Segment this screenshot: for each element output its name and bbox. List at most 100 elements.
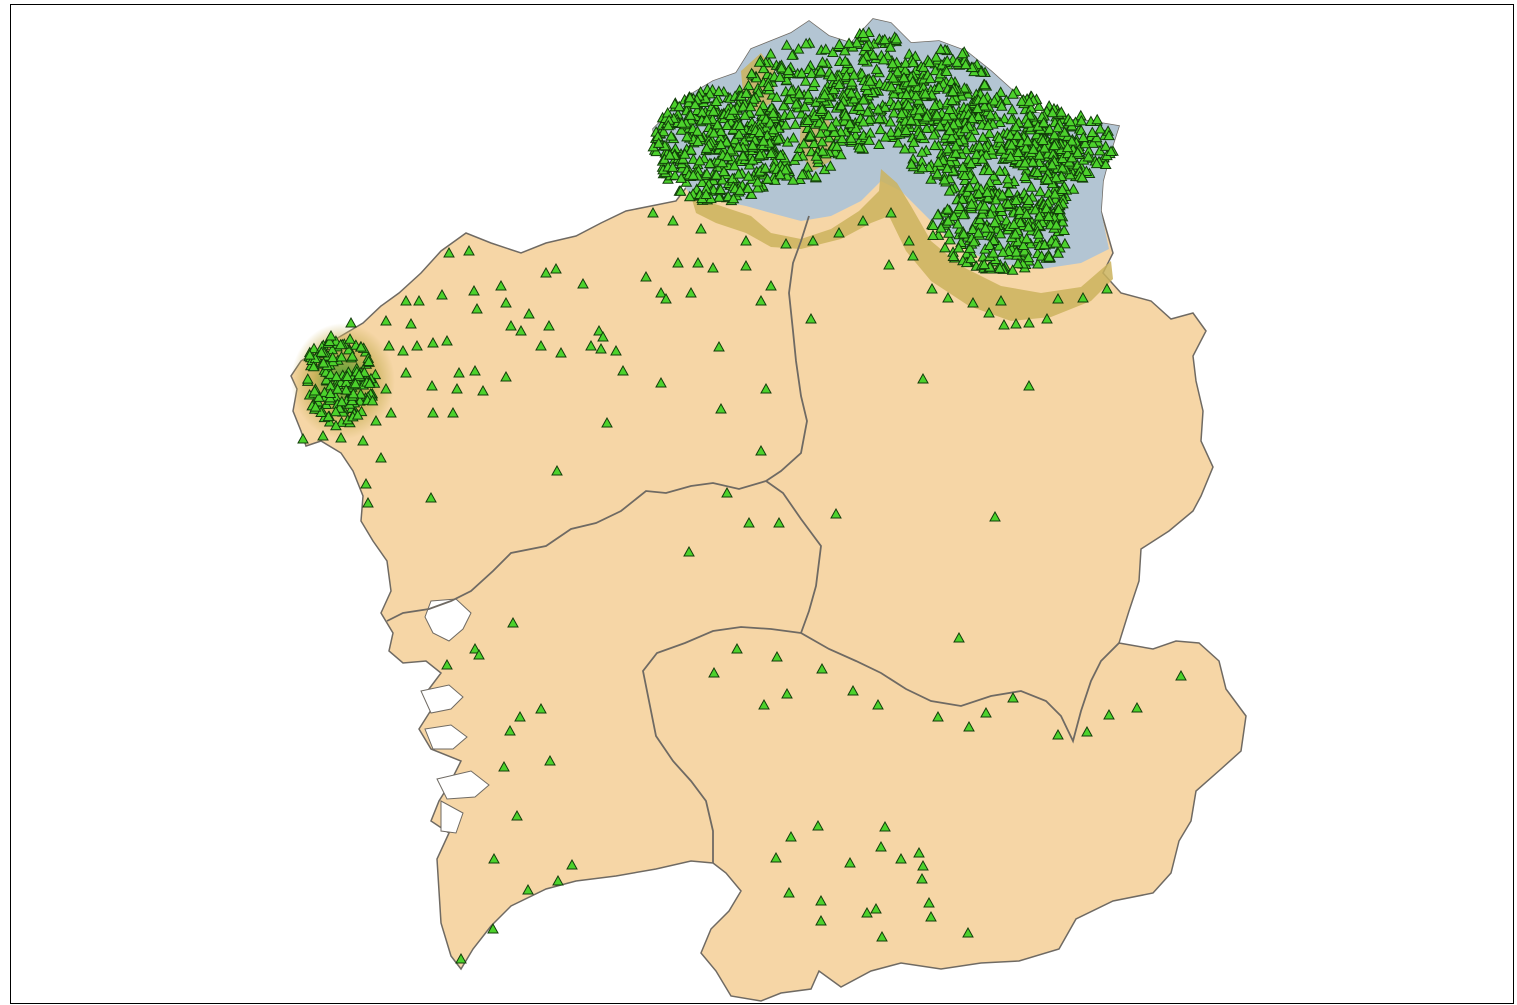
triangle-marker-icon [1023,379,1035,391]
triangle-marker-icon [426,379,438,391]
triangle-marker-icon [681,130,693,142]
triangle-marker-icon [678,148,691,159]
triangle-marker-icon [815,914,827,926]
triangle-marker-icon [782,64,795,76]
triangle-marker-icon [523,307,535,319]
triangle-marker-icon [1009,228,1022,239]
triangle-marker-icon [770,851,782,863]
triangle-marker-icon [964,242,976,253]
triangle-marker-icon [755,294,767,306]
triangle-marker-icon [308,342,320,354]
triangle-marker-icon [879,820,891,832]
triangle-marker-icon [780,237,792,249]
triangle-marker-icon [923,896,935,908]
triangle-marker-icon [411,339,423,351]
triangle-marker-icon [958,82,971,93]
triangle-marker-icon [867,49,880,60]
triangle-marker-icon [818,88,831,100]
triangle-marker-icon [504,724,516,736]
triangle-marker-icon [758,698,770,710]
triangle-marker-icon [920,111,933,122]
triangle-marker-icon [900,124,912,135]
map-canvas[interactable] [11,5,1514,1004]
triangle-marker-icon [1020,232,1033,244]
triangle-marker-icon [777,99,790,111]
triangle-marker-icon [971,102,984,114]
triangle-marker-icon [740,234,752,246]
triangle-marker-icon [884,126,897,137]
triangle-marker-icon [397,344,409,356]
triangle-marker-icon [1032,228,1045,239]
triangle-marker-icon [996,189,1009,200]
triangle-marker-icon [1023,95,1036,107]
triangle-marker-icon [360,477,372,489]
triangle-marker-icon [907,136,920,147]
triangle-marker-icon [994,86,1007,97]
triangle-marker-icon [942,142,954,154]
triangle-marker-icon [959,58,972,70]
triangle-marker-icon [785,830,797,842]
triangle-marker-icon [828,126,841,137]
triangle-marker-icon [932,156,945,167]
triangle-marker-icon [988,94,1001,106]
triangle-marker-icon [469,364,481,376]
triangle-marker-icon [711,118,724,130]
triangle-marker-icon [675,172,688,183]
triangle-marker-icon [1052,247,1065,258]
triangle-marker-icon [952,241,965,253]
triangle-marker-icon [956,47,969,59]
triangle-marker-icon [805,312,817,324]
triangle-marker-icon [425,491,437,503]
triangle-marker-icon [983,306,995,318]
triangle-marker-icon [1010,120,1022,132]
triangle-marker-icon [610,344,622,356]
triangle-marker-icon [774,168,787,180]
triangle-marker-icon [818,119,830,131]
triangle-marker-icon [984,108,997,120]
triangle-marker-icon [1040,202,1053,214]
triangle-marker-icon [742,79,755,91]
triangle-marker-icon [917,372,929,384]
triangle-marker-icon [932,710,944,722]
triangle-marker-icon [543,319,555,331]
triangle-marker-icon [380,314,392,326]
triangle-marker-icon [973,213,986,225]
triangle-marker-icon [833,38,846,50]
triangle-marker-icon [1029,203,1042,215]
triangle-marker-icon [997,246,1009,257]
triangle-marker-icon [941,203,954,214]
triangle-marker-icon [815,894,827,906]
triangle-marker-icon [297,432,309,444]
triangle-marker-icon [887,72,900,83]
triangle-marker-icon [942,227,955,238]
triangle-marker-icon [753,126,766,138]
triangle-marker-icon [413,294,425,306]
triangle-marker-icon [993,240,1006,251]
triangle-marker-icon [349,377,362,389]
triangle-marker-icon [707,261,719,273]
triangle-marker-icon [427,406,439,418]
triangle-marker-icon [665,130,678,141]
triangle-marker-icon [804,129,817,141]
triangle-marker-icon [712,85,725,96]
map-frame[interactable] [10,4,1514,1004]
triangle-marker-icon [721,119,733,130]
triangle-marker-icon [994,201,1007,212]
triangle-marker-icon [721,150,734,162]
triangle-marker-icon [1087,137,1099,148]
triangle-marker-icon [345,316,357,328]
triangle-marker-icon [1006,103,1019,115]
triangle-marker-icon [463,244,475,256]
triangle-marker-icon [713,340,725,352]
triangle-marker-icon [907,249,919,261]
triangle-marker-icon [1090,157,1103,169]
triangle-marker-icon [498,760,510,772]
triangle-marker-icon [354,388,367,399]
triangle-marker-icon [1026,156,1039,167]
triangle-marker-icon [972,110,985,121]
triangle-marker-icon [946,94,958,106]
triangle-marker-icon [740,259,752,271]
triangle-marker-icon [657,125,670,137]
triangle-marker-icon [721,486,733,498]
triangle-marker-icon [1033,210,1046,221]
